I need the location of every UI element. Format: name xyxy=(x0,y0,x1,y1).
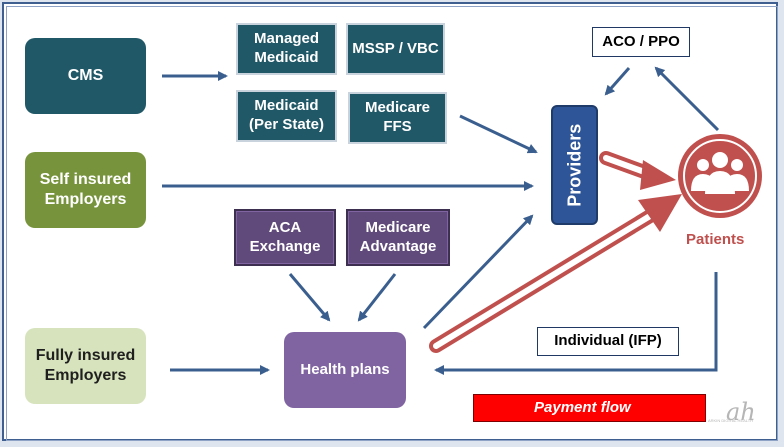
logo-wordmark: ARKIN DIGITAL HEALTH xyxy=(708,418,754,423)
providers-label: Providers xyxy=(564,123,585,207)
patients-label: Patients xyxy=(686,231,745,248)
arrow-aca-to-health-plans xyxy=(288,273,331,322)
self-insured-employers-box: Self insured Employers xyxy=(25,152,146,228)
arrow-health-plans-to-providers xyxy=(422,214,534,330)
arrow-patients-to-aco xyxy=(654,66,720,132)
providers-box: Providers xyxy=(551,105,598,225)
arrow-advantage-to-health-plans xyxy=(357,273,397,322)
arrow-aco-to-providers xyxy=(604,67,631,96)
arrow-patients-to-health-plans xyxy=(434,272,718,375)
people-group-icon xyxy=(691,152,749,194)
health-plans-box: Health plans xyxy=(284,332,406,408)
payment-flow-label: Payment flow xyxy=(534,398,631,416)
payment-flow-legend: Payment flow xyxy=(473,394,706,422)
medicare-ffs-box: Medicare FFS xyxy=(348,92,447,144)
aco-ppo-box: ACO / PPO xyxy=(592,27,690,57)
medicaid-per-state-box: Medicaid (Per State) xyxy=(236,90,337,142)
fully-insured-employers-box: Fully insured Employers xyxy=(25,328,146,404)
logo-monogram: ah xyxy=(726,398,756,426)
managed-medicaid-box: Managed Medicaid xyxy=(236,23,337,75)
medicare-advantage-box: Medicare Advantage xyxy=(346,209,450,266)
payment-arrow-providers-patients xyxy=(599,151,676,190)
aca-exchange-box: ACA Exchange xyxy=(234,209,336,266)
arrow-programs-to-providers xyxy=(459,114,538,154)
mssp-vbc-box: MSSP / VBC xyxy=(346,23,445,75)
cms-box: CMS xyxy=(25,38,146,114)
individual-ifp-box: Individual (IFP) xyxy=(537,327,679,356)
payment-arrow-health-plans-patients xyxy=(429,194,682,353)
